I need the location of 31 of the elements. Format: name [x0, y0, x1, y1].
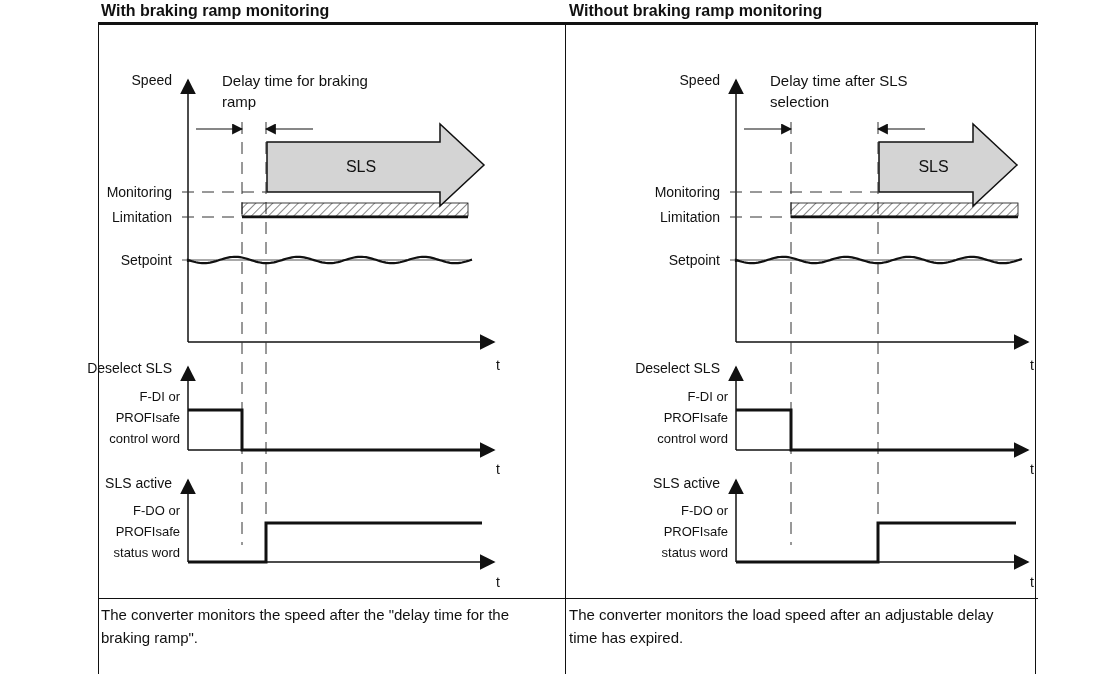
column-header: With braking ramp monitoring	[101, 2, 330, 20]
axis-label: Speed	[131, 71, 172, 89]
block-arrow	[266, 123, 485, 207]
arrow-label: SLS	[345, 158, 377, 176]
axis-label: t	[1030, 573, 1034, 591]
axis-label: SLS active	[105, 474, 172, 492]
annotation-text: Delay time after SLS selection	[770, 71, 909, 112]
axis-label: t	[1030, 356, 1034, 374]
axis-label: Deselect SLS	[635, 359, 720, 377]
block-arrow	[878, 123, 1018, 207]
signal-label: F-DO or PROFIsafe status word	[112, 502, 180, 562]
axis-label: t	[1030, 460, 1034, 478]
signal-label: F-DI or PROFIsafe control word	[108, 388, 180, 448]
level-label: Limitation	[112, 208, 172, 226]
signal-label: F-DO or PROFIsafe status word	[660, 502, 728, 562]
level-label: Limitation	[660, 208, 720, 226]
description-text: The converter monitors the speed after the "delay time for the braking ramp".	[101, 605, 511, 648]
arrow-label: SLS	[918, 158, 949, 176]
axis-label: t	[496, 573, 500, 591]
level-label: Monitoring	[654, 183, 720, 201]
level-label: Setpoint	[668, 251, 720, 269]
level-label: Setpoint	[120, 251, 172, 269]
axis-label: t	[496, 460, 500, 478]
annotation-text: Delay time for braking ramp	[222, 71, 369, 112]
column-header: Without braking ramp monitoring	[569, 2, 823, 20]
level-label: Monitoring	[106, 183, 172, 201]
axis-label: SLS active	[653, 474, 720, 492]
axis-label: t	[496, 356, 500, 374]
signal-label: F-DI or PROFIsafe control word	[656, 388, 728, 448]
axis-label: Speed	[679, 71, 720, 89]
description-text: The converter monitors the load speed after an adjustable delay time has expired.	[569, 605, 995, 648]
